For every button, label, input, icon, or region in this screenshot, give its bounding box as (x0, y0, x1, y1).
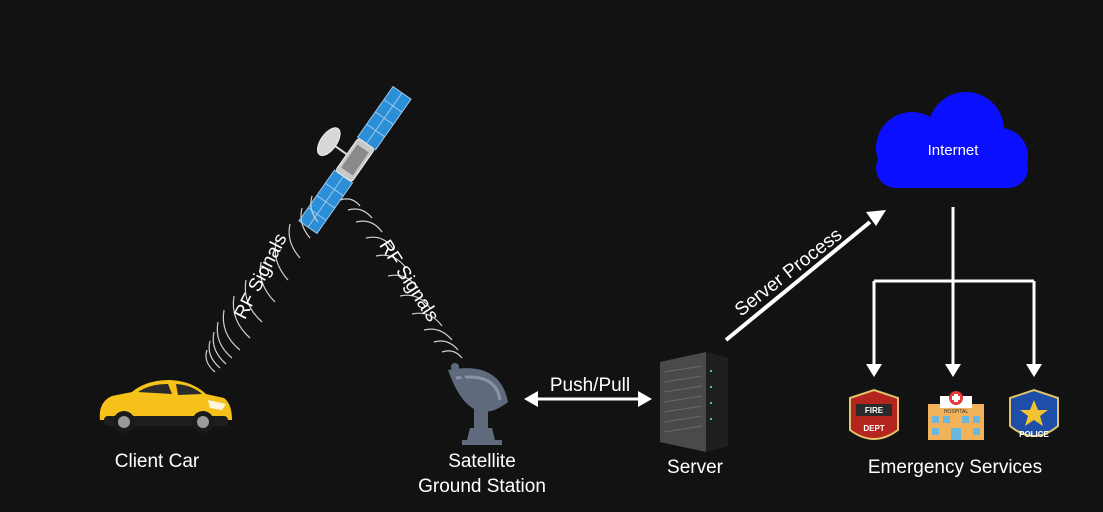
server-rack-icon (660, 352, 728, 452)
rf-signal-waves-left (205, 195, 319, 373)
satellite-solar-panel-lower (298, 169, 354, 235)
server-process-label: Server Process (731, 224, 846, 321)
distribution-arrowheads (866, 364, 1042, 377)
police-badge-icon: POLICE (1009, 388, 1059, 439)
rf-signal-waves-right (339, 198, 463, 359)
ground-station-dish-icon (448, 363, 508, 445)
ground-station-label-line1: Satellite (448, 451, 516, 472)
internet-label: Internet (928, 142, 980, 159)
hospital-badge-text: HOSPITAL (944, 409, 969, 415)
ground-station-label-line2: Ground Station (418, 476, 546, 497)
fire-dept-icon: FIRE DEPT (849, 388, 899, 440)
internet-cloud-icon (876, 92, 1028, 188)
police-badge-text: POLICE (1019, 430, 1049, 439)
emergency-services-label: Emergency Services (868, 457, 1042, 478)
push-pull-arrow (524, 391, 652, 407)
satellite-solar-panel-upper (356, 85, 412, 151)
car-icon (99, 380, 232, 433)
fire-dept-badge-top: FIRE (865, 406, 884, 415)
fire-dept-badge-bottom: DEPT (863, 424, 884, 433)
satellite-icon (298, 85, 412, 235)
rf-signals-label-right: RF Signals (375, 236, 443, 325)
server-process-arrow (724, 210, 886, 342)
server-label: Server (667, 457, 724, 478)
hospital-icon: HOSPITAL (928, 391, 984, 440)
rf-signals-label-left: RF Signals (231, 230, 292, 322)
distribution-lines (872, 207, 1036, 367)
client-car-label: Client Car (115, 451, 200, 472)
push-pull-label: Push/Pull (550, 375, 630, 396)
